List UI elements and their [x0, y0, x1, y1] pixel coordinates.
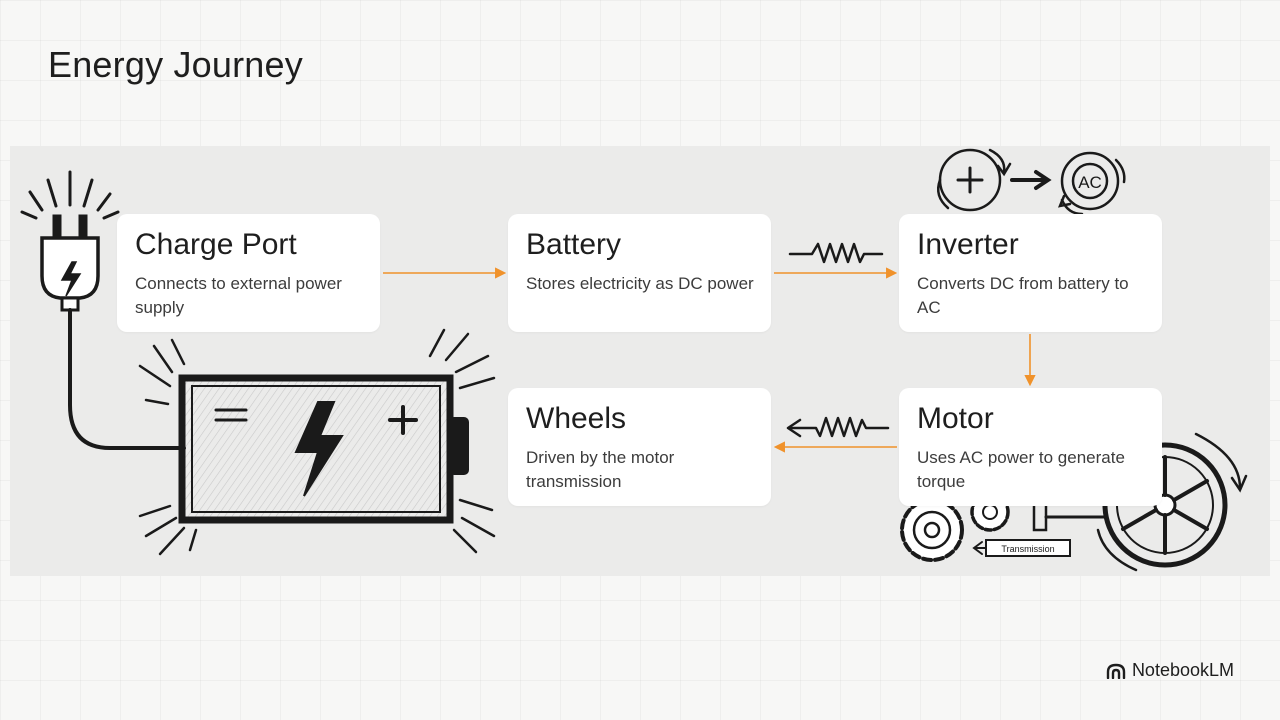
transmission-label: Transmission [1001, 544, 1054, 554]
flow-arrows [383, 267, 1036, 453]
slide-title: Energy Journey [48, 44, 303, 85]
notebooklm-watermark: NotebookLM [1106, 660, 1234, 681]
step-card-battery: Battery Stores electricity as DC power [508, 214, 771, 332]
step-description: Driven by the motor transmission [526, 448, 675, 491]
current-squiggle-icon [788, 242, 884, 264]
step-card-inverter: Inverter Converts DC from battery to AC [899, 214, 1162, 332]
step-description: Uses AC power to generate torque [917, 448, 1125, 491]
step-title: Motor [917, 402, 994, 435]
step-description: Converts DC from battery to AC [917, 274, 1129, 317]
ac-label: AC [1078, 173, 1102, 192]
dc-to-ac-icon: AC [937, 148, 1126, 216]
step-card-wheels: Wheels Driven by the motor transmission [508, 388, 771, 506]
step-card-motor: Motor Uses AC power to generate torque [899, 388, 1162, 506]
drivetrain-illustration: Transmission [900, 432, 1248, 572]
step-card-charge-port: Charge Port Connects to external power s… [117, 214, 380, 332]
step-title: Inverter [917, 228, 1019, 261]
step-description: Stores electricity as DC power [526, 274, 754, 293]
step-title: Charge Port [135, 228, 297, 261]
notebooklm-logo-icon [1106, 663, 1126, 679]
current-squiggle-return-icon [786, 416, 890, 438]
brand-name: NotebookLM [1131, 660, 1234, 680]
plug-icon [20, 170, 186, 450]
step-title: Battery [526, 228, 622, 261]
step-description: Connects to external power supply [135, 274, 342, 317]
step-title: Wheels [526, 402, 627, 435]
battery-icon [138, 328, 496, 556]
